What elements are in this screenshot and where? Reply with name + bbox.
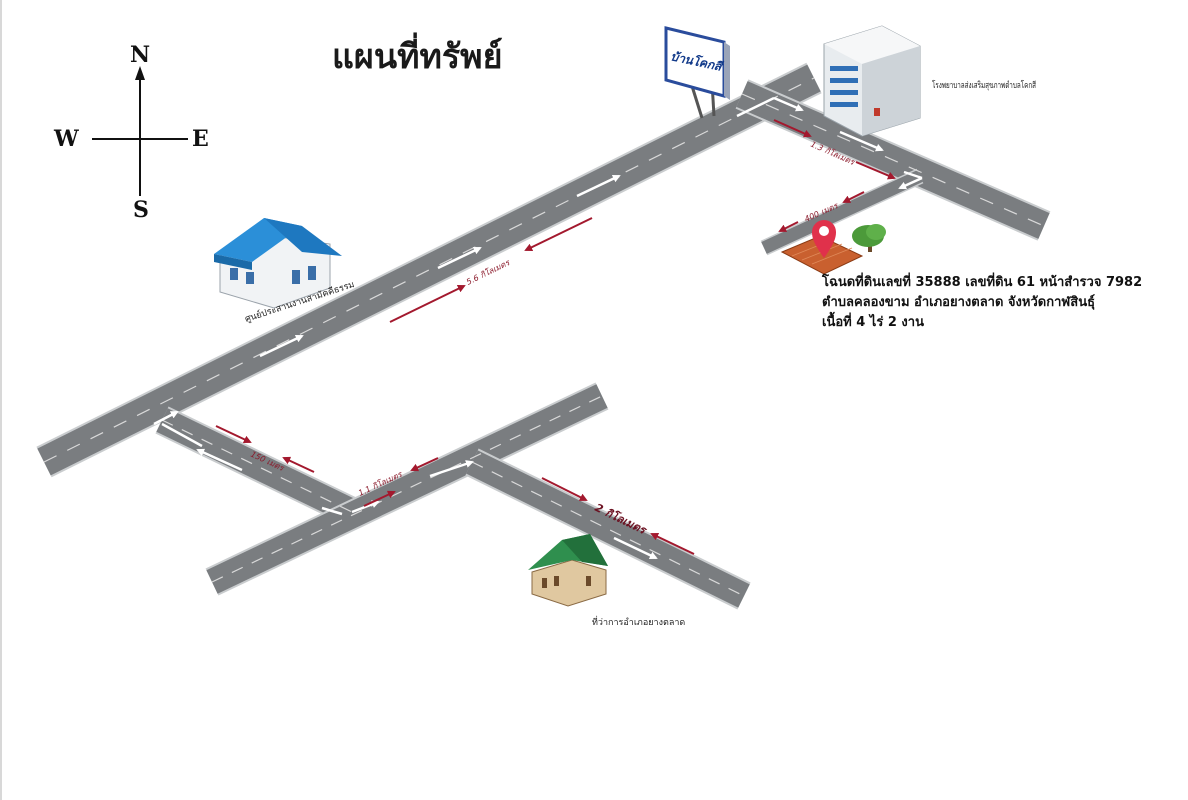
road-network — [36, 62, 1051, 610]
access-lane — [761, 170, 923, 254]
compass-south: S — [133, 197, 149, 223]
hospital-building-icon — [823, 25, 921, 137]
compass-rose: N S E W — [53, 42, 209, 223]
center-building-icon — [214, 218, 342, 309]
billboard-icon: บ้านโคกสี — [664, 26, 730, 119]
road-connector-west — [156, 408, 358, 524]
district-office-icon — [528, 534, 608, 607]
north-arrow-icon — [135, 66, 145, 80]
map-title: แผนที่ทรัพย์ — [332, 32, 503, 77]
property-deed-line1: โฉนดที่ดินเลขที่ 35888 เลขที่ดิน 61 หน้า… — [821, 272, 1142, 290]
property-deed-line3: เนื้อที่ 4 ไร่ 2 งาน — [822, 311, 924, 330]
compass-north: N — [130, 42, 150, 68]
property-deed-line2: ตำบลคลองขาม อำเภอยางตลาด จังหวัดกาฬสินธุ… — [822, 294, 1095, 310]
tree-icon — [852, 224, 886, 252]
compass-west: W — [53, 126, 79, 152]
location-pin-icon — [812, 220, 836, 258]
hospital-label: โรงพยาบาลส่งเสริมสุขภาพตำบลโคกสี — [932, 80, 1036, 91]
compass-east: E — [192, 126, 209, 152]
district-office-label: ที่ว่าการอำเภอยางตลาด — [592, 615, 685, 628]
distance-arrows — [215, 119, 896, 555]
route-arrows — [153, 96, 923, 560]
